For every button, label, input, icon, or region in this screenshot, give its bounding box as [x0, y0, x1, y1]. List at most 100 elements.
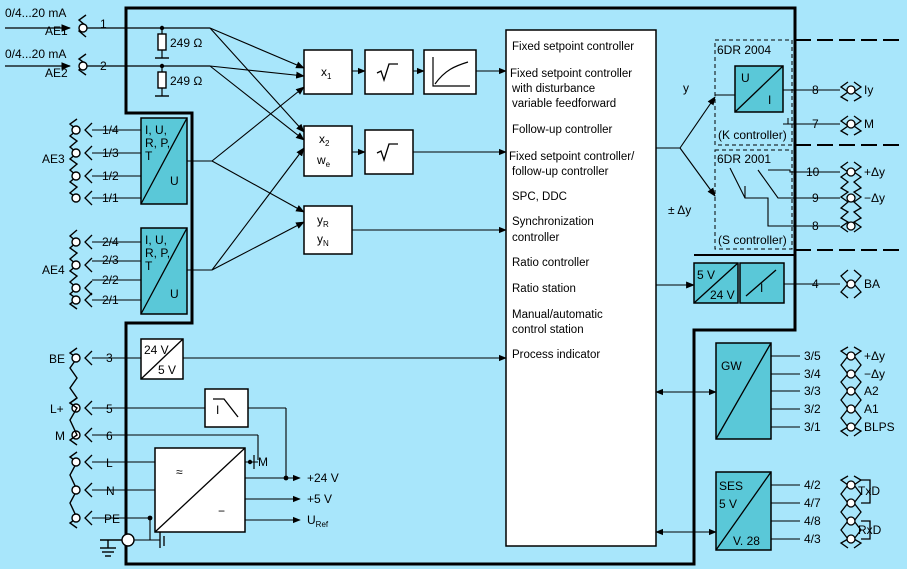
ae4-converter-in-3: T — [145, 259, 153, 273]
rail-5v: +5 V — [307, 492, 332, 506]
svg-text:4/7: 4/7 — [804, 496, 821, 510]
ae2-input: 0/4...20 mA AE2 2 — [5, 47, 150, 80]
controller-outputs — [656, 96, 716, 289]
s-terminal-9: 9 — [812, 191, 819, 205]
k-controller-module: 6DR 2004 (K controller) U I 8 7 Iy M — [714, 39, 874, 146]
controller-function-block — [505, 29, 657, 547]
s-terminal-10: 10 — [806, 165, 820, 179]
ae1-name: AE1 — [45, 24, 68, 38]
svg-text:I: I — [760, 281, 763, 295]
svg-text:5 V: 5 V — [697, 268, 715, 282]
shunt-resistor-2: 249 Ω — [150, 63, 210, 97]
svg-text:3/4: 3/4 — [804, 367, 821, 381]
power-section: L+ M 5 6 L N PE — [50, 388, 339, 557]
svg-text:TxD: TxD — [858, 484, 880, 498]
chassis-ground-icon — [159, 532, 165, 548]
rail-24v: +24 V — [307, 471, 339, 485]
lplus-filter-block — [204, 388, 249, 428]
ae4-converter-out: U — [170, 287, 179, 301]
svg-text:x2: x2 — [319, 132, 330, 148]
function-spc-ddc: SPC, DDC — [512, 191, 567, 203]
x2-chain: x2 we — [303, 125, 507, 177]
ses-terminal-block[interactable] — [839, 475, 849, 549]
svg-text:RxD: RxD — [858, 523, 882, 537]
y-output-label: y — [683, 81, 689, 95]
ae3-input: AE3 1/4 1/3 1/2 1/1 I, U, R, P, T U — [42, 117, 212, 206]
ae3-converter-in-3: T — [145, 149, 153, 163]
svg-text:3/2: 3/2 — [804, 402, 821, 416]
ae4-input: AE4 2/4 2/3 2/2 2/1 I, U, R, P, T U — [42, 227, 212, 315]
function-fixed-follow-2: follow-up controller — [512, 166, 609, 178]
svg-text:−: − — [218, 504, 225, 518]
characteristic-block — [423, 49, 477, 95]
function-ratio-station: Ratio station — [512, 283, 576, 295]
k-module-caption: (K controller) — [718, 128, 787, 142]
ae4-converter-in-1: I, U, — [145, 233, 167, 247]
function-follow-up: Follow-up controller — [512, 124, 613, 136]
sqrt-block-1 — [364, 49, 414, 95]
svg-text:4/2: 4/2 — [804, 478, 821, 492]
rail-uref: URef — [307, 513, 329, 529]
ba-output: 5 V 24 V I 4 BA — [693, 262, 880, 304]
ae2-range: 0/4...20 mA — [5, 47, 66, 61]
svg-text:≈: ≈ — [176, 465, 183, 479]
be-name: BE — [49, 352, 65, 366]
ae3-converter-in-1: I, U, — [145, 123, 167, 137]
svg-text:−Δy: −Δy — [864, 191, 885, 205]
shunt-1-value: 249 Ω — [170, 36, 202, 50]
lplus-m-terminal-block[interactable] — [68, 397, 78, 446]
function-manual-auto-2: control station — [512, 324, 584, 336]
s-terminal-8: 8 — [812, 219, 819, 233]
svg-text:A2: A2 — [864, 384, 879, 398]
gw-module: GW 3/5 3/4 3/3 3/2 3/1 +Δy −Δy A2 A1 BLP… — [655, 342, 895, 440]
s-controller-module: 6DR 2001 (S controller) 10 9 8 +Δy −Δy — [714, 149, 885, 250]
shunt-2-value: 249 Ω — [170, 74, 202, 88]
svg-text:M: M — [258, 455, 268, 469]
k-terminal-8: 8 — [812, 83, 819, 97]
svg-text:4/3: 4/3 — [804, 532, 821, 546]
power-terminal-6: 6 — [106, 429, 113, 443]
sqrt-icon — [376, 63, 398, 83]
svg-text:3/3: 3/3 — [804, 384, 821, 398]
s-module-caption: (S controller) — [718, 233, 787, 247]
gw-label: GW — [721, 359, 742, 373]
svg-text:4/8: 4/8 — [804, 514, 821, 528]
svg-text:yR: yR — [317, 213, 329, 229]
signal-routing — [209, 27, 305, 271]
delta-y-output-label: ± Δy — [668, 203, 691, 217]
svg-text:U: U — [741, 71, 750, 85]
sqrt-block-2 — [364, 129, 414, 175]
power-label-pe: PE — [104, 512, 120, 526]
k-module-model: 6DR 2004 — [717, 43, 771, 57]
svg-text:Iy: Iy — [864, 83, 873, 97]
svg-text:x1: x1 — [321, 65, 332, 81]
function-fixed-setpoint-ff-2: with disturbance — [511, 83, 595, 95]
k-terminal-7: 7 — [812, 117, 819, 131]
x1-block — [303, 49, 353, 95]
ba-current-driver — [739, 262, 785, 304]
ba-terminal: 4 — [812, 277, 819, 291]
svg-text:−Δy: −Δy — [864, 367, 885, 381]
svg-text:M: M — [864, 117, 874, 131]
function-process-indicator: Process indicator — [512, 349, 600, 361]
shunt-resistor-1: 249 Ω — [150, 25, 210, 59]
power-terminal-5: 5 — [106, 402, 113, 416]
ae1-input: 0/4...20 mA AE1 1 — [5, 6, 150, 38]
function-manual-auto-1: Manual/automatic — [512, 309, 603, 321]
svg-text:BLPS: BLPS — [864, 420, 895, 434]
function-synchronization-2: controller — [512, 232, 559, 244]
characteristic-curve-icon — [432, 57, 470, 87]
function-fixed-setpoint: Fixed setpoint controller — [512, 41, 634, 53]
sqrt-icon — [376, 143, 398, 163]
s-module-model: 6DR 2001 — [717, 152, 771, 166]
s-terminal-block[interactable] — [839, 161, 850, 233]
svg-text:SES: SES — [719, 479, 743, 493]
housing-outline — [124, 6, 797, 566]
svg-text:5 V: 5 V — [158, 363, 176, 377]
ae1-range: 0/4...20 mA — [5, 6, 66, 20]
svg-text:3/1: 3/1 — [804, 420, 821, 434]
svg-text:24 V: 24 V — [710, 288, 735, 302]
controller-function-list: Fixed setpoint controller Fixed setpoint… — [509, 41, 635, 361]
be-input: BE 3 24 V 5 V — [49, 338, 507, 409]
